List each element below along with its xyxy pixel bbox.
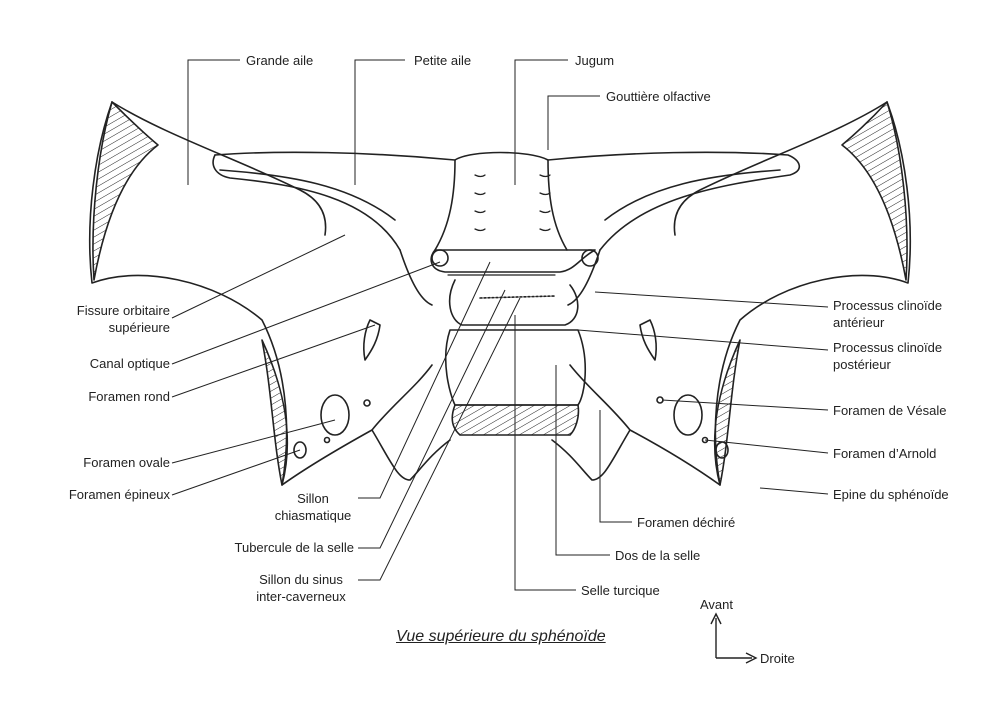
left-wing-hatch: [92, 101, 159, 281]
orientation-droite: Droite: [760, 651, 795, 666]
leader-jugum: [514, 59, 568, 185]
label-canal-optique: Canal optique: [89, 356, 170, 371]
diagram-caption: Vue supérieure du sphénoïde: [396, 628, 606, 645]
label-foramen-arnold: Foramen d’Arnold: [833, 446, 937, 461]
label-foramen-ovale: Foramen ovale: [83, 455, 170, 470]
label-sillon-sinus: Sillon du sinus inter-caverneux: [256, 572, 346, 604]
label-dos-selle: Dos de la selle: [615, 548, 701, 563]
label-sillon-chiasmatique: Sillon chiasmatique: [274, 491, 352, 523]
orientation-arrows: [710, 612, 758, 664]
label-petite-aile: Petite aile: [414, 53, 472, 68]
leader-gouttiere: [547, 95, 600, 150]
orientation-avant: Avant: [700, 597, 734, 612]
label-foramen-dechire: Foramen déchiré: [637, 515, 736, 530]
leader-grande-aile: [187, 59, 240, 185]
left-lesser-wing: [214, 151, 800, 251]
label-selle-turcique: Selle turcique: [581, 583, 660, 598]
label-tubercule-selle: Tubercule de la selle: [234, 540, 354, 555]
label-foramen-vesale: Foramen de Vésale: [833, 403, 947, 418]
label-foramen-epineux: Foramen épineux: [68, 487, 170, 502]
label-processus-anterieur: Processus clinoïde antérieur: [833, 298, 943, 330]
label-jugum: Jugum: [575, 53, 615, 68]
sella-turcica: [448, 279, 579, 326]
label-fissure-orbitaire: Fissure orbitaire supérieure: [76, 303, 170, 335]
label-gouttiere-olfactive: Gouttière olfactive: [606, 89, 711, 104]
label-foramen-rond: Foramen rond: [88, 389, 170, 404]
leader-petite-aile: [354, 59, 405, 185]
label-grande-aile: Grande aile: [246, 53, 314, 68]
label-processus-posterieur: Processus clinoïde postérieur: [833, 340, 943, 372]
label-epine-sphenoide: Epine du sphénoïde: [833, 487, 949, 502]
right-wing-hatch: [841, 101, 908, 281]
